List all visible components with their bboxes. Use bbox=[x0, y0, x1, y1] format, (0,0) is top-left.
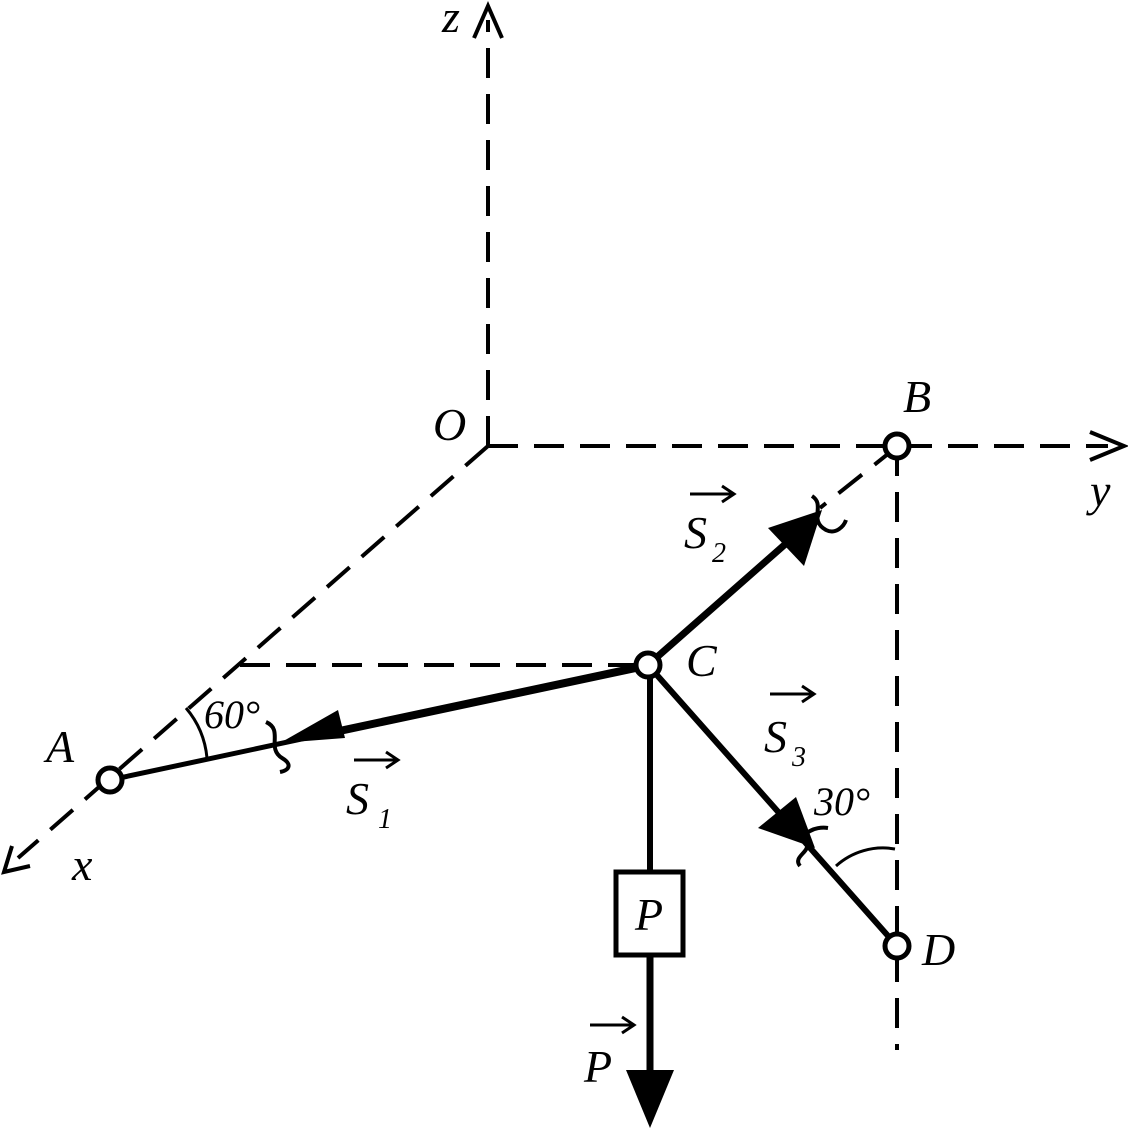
joint-a bbox=[95, 765, 125, 795]
angle-30-arc bbox=[834, 846, 896, 868]
s1-cut-mark bbox=[264, 720, 291, 774]
svg-text:2: 2 bbox=[712, 538, 726, 569]
p-force-label: P bbox=[583, 1015, 637, 1092]
s3-cut-mark bbox=[796, 825, 829, 868]
y-axis bbox=[488, 430, 1128, 462]
joint-d bbox=[882, 931, 912, 961]
s3-arrowhead bbox=[758, 797, 815, 848]
angle-30-label: 30° bbox=[813, 779, 870, 824]
point-d-label: D bbox=[921, 924, 955, 975]
s1-label: S 1 bbox=[346, 750, 401, 835]
svg-text:S: S bbox=[684, 507, 707, 558]
z-axis-label: z bbox=[441, 0, 460, 42]
svg-text:P: P bbox=[583, 1041, 612, 1092]
svg-text:1: 1 bbox=[378, 804, 392, 835]
point-a-label: A bbox=[43, 721, 75, 772]
svg-text:S: S bbox=[764, 711, 787, 762]
y-axis-label: y bbox=[1086, 465, 1111, 516]
svg-text:S: S bbox=[346, 773, 369, 824]
point-c-label: C bbox=[686, 635, 718, 686]
s2-label: S 2 bbox=[684, 484, 737, 569]
x-axis bbox=[1, 444, 490, 875]
origin-label: O bbox=[433, 399, 466, 450]
rod-ac-thick bbox=[326, 663, 644, 737]
svg-text:3: 3 bbox=[791, 742, 806, 773]
load-label: P bbox=[634, 889, 663, 940]
s2-arrowhead bbox=[768, 510, 822, 566]
point-b-label: B bbox=[903, 371, 931, 422]
s3-label: S 3 bbox=[764, 684, 817, 773]
angle-60-arc bbox=[184, 707, 209, 759]
load-box bbox=[613, 869, 686, 958]
angle-60-label: 60° bbox=[204, 692, 260, 737]
p-arrowhead bbox=[626, 1070, 674, 1128]
s2-cut-mark bbox=[810, 494, 848, 534]
joint-b bbox=[882, 431, 912, 461]
dashed-line-b-to-s2 bbox=[818, 444, 900, 510]
x-axis-label: x bbox=[71, 839, 93, 890]
rod-cb bbox=[644, 536, 794, 669]
z-axis bbox=[472, 1, 504, 446]
s1-arrowhead bbox=[280, 710, 345, 743]
rod-cd bbox=[645, 662, 900, 949]
joint-c bbox=[633, 650, 663, 680]
